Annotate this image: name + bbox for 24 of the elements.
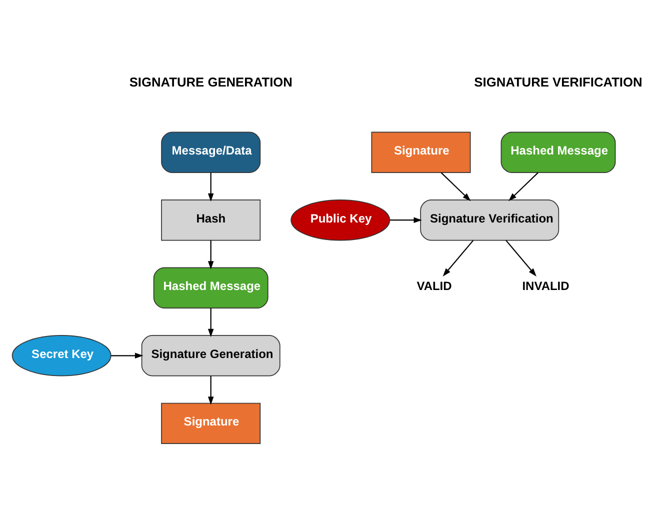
node-box: Signature <box>161 402 261 444</box>
arrow <box>506 240 536 276</box>
node-ellipse: Secret Key <box>12 335 112 376</box>
node-box: Message/Data <box>161 132 261 173</box>
node-text: VALID <box>416 279 452 294</box>
node-box: Signature Verification <box>420 200 560 241</box>
arrow <box>390 217 422 223</box>
arrow <box>508 172 538 202</box>
arrow <box>208 308 214 338</box>
node-box: Signature <box>371 132 471 173</box>
node-text: INVALID <box>522 279 570 294</box>
node-box: Hashed Message <box>500 132 616 173</box>
arrow <box>440 172 471 202</box>
arrow <box>208 376 214 405</box>
arrow <box>208 240 214 270</box>
node-box: Hashed Message <box>153 267 268 308</box>
arrow <box>111 352 144 359</box>
label: SIGNATURE VERIFICATION <box>474 74 642 90</box>
node-box: Hash <box>161 200 261 241</box>
node-ellipse: Public Key <box>290 200 390 241</box>
arrow <box>442 240 474 276</box>
label: SIGNATURE GENERATION <box>129 74 292 90</box>
arrow <box>208 172 214 202</box>
node-box: Signature Generation <box>141 335 280 376</box>
